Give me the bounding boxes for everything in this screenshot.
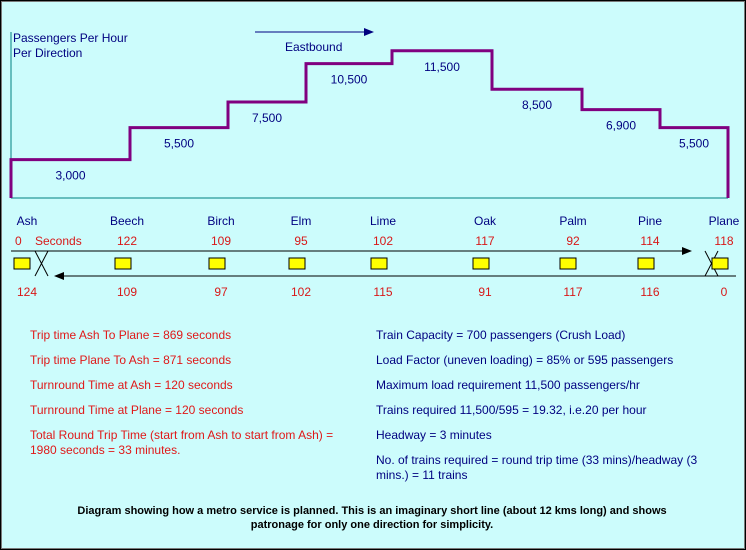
station-platform bbox=[288, 257, 306, 270]
note-load-factor: Load Factor (uneven loading) = 85% or 59… bbox=[376, 353, 674, 367]
eastbound-time: 92 bbox=[566, 234, 580, 248]
eastbound-time: 122 bbox=[117, 234, 137, 248]
segment-value-labels: 3,000 5,500 7,500 10,500 11,500 8,500 6,900 5,5… bbox=[55, 60, 709, 183]
eastbound-time: 117 bbox=[475, 234, 494, 248]
westbound-time: 91 bbox=[478, 285, 492, 299]
segment-value-label: 8,500 bbox=[522, 98, 552, 112]
note-trip-time-ash-plane: Trip time Ash To Plane = 869 seconds bbox=[30, 328, 232, 342]
westbound-run-times: 124 109 97 102 115 91 117 116 0 bbox=[17, 285, 728, 299]
station-name: Lime bbox=[370, 214, 396, 228]
eastbound-time: 114 bbox=[640, 234, 659, 248]
note-train-capacity: Train Capacity = 700 passengers (Crush L… bbox=[376, 328, 626, 342]
station-platform bbox=[559, 257, 577, 270]
note-trip-time-plane-ash: Trip time Plane To Ash = 871 seconds bbox=[30, 353, 232, 367]
eastbound-time: 0 bbox=[15, 234, 22, 248]
station-platform bbox=[208, 257, 226, 270]
station-platform bbox=[472, 257, 490, 270]
westbound-time: 115 bbox=[373, 285, 392, 299]
caption: Diagram showing how a metro service is p… bbox=[77, 505, 667, 531]
note-trains-required: Trains required 11,500/595 = 19.32, i.e.… bbox=[376, 403, 647, 417]
eastbound-time: 109 bbox=[211, 234, 231, 248]
station-name: Ash bbox=[17, 214, 38, 228]
direction-arrowhead bbox=[364, 28, 374, 36]
westbound-track-arrow bbox=[54, 272, 64, 280]
note-turnround-plane: Turnround Time at Plane = 120 seconds bbox=[30, 403, 244, 417]
westbound-time: 116 bbox=[640, 285, 659, 299]
eastbound-track-arrow bbox=[682, 247, 692, 255]
segment-value-label: 3,000 bbox=[55, 169, 85, 183]
station-platform bbox=[370, 257, 388, 270]
eastbound-time: 95 bbox=[294, 234, 308, 248]
westbound-time: 102 bbox=[291, 285, 311, 299]
station-name: Elm bbox=[291, 214, 312, 228]
station-name: Oak bbox=[474, 214, 497, 228]
westbound-time: 117 bbox=[563, 285, 582, 299]
segment-value-label: 5,500 bbox=[164, 137, 194, 151]
station-platform bbox=[637, 257, 655, 270]
station-names: Ash Beech Birch Elm Lime Oak Palm Pine Plane bbox=[17, 214, 740, 228]
westbound-time: 97 bbox=[214, 285, 228, 299]
eastbound-time: 102 bbox=[373, 234, 393, 248]
direction-label: Eastbound bbox=[285, 40, 342, 54]
westbound-time: 124 bbox=[17, 285, 37, 299]
eastbound-run-times: 0 122 109 95 102 117 92 114 118 bbox=[15, 234, 734, 248]
segment-value-label: 10,500 bbox=[331, 73, 368, 87]
note-turnround-ash: Turnround Time at Ash = 120 seconds bbox=[30, 378, 233, 392]
station-name: Plane bbox=[709, 214, 740, 228]
station-name: Beech bbox=[110, 214, 144, 228]
station-platform bbox=[13, 257, 31, 270]
segment-value-label: 6,900 bbox=[606, 119, 636, 133]
y-axis-label-line1: Passengers Per Hour bbox=[13, 31, 128, 45]
load-step-line bbox=[9, 49, 730, 198]
segment-value-label: 7,500 bbox=[252, 111, 282, 125]
station-name: Pine bbox=[638, 214, 662, 228]
westbound-time: 109 bbox=[117, 285, 137, 299]
note-round-trip: Total Round Trip Time (start from Ash to… bbox=[30, 428, 334, 457]
segment-value-label: 11,500 bbox=[424, 60, 460, 74]
note-max-load: Maximum load requirement 11,500 passenge… bbox=[376, 378, 640, 392]
note-number-of-trains: No. of trains required = round trip time… bbox=[376, 453, 698, 482]
station-platforms bbox=[13, 257, 729, 270]
station-platform bbox=[114, 257, 132, 270]
eastbound-unit: Seconds bbox=[35, 234, 82, 248]
passenger-load-profile bbox=[9, 49, 730, 198]
ash-crossover-b bbox=[34, 250, 49, 277]
y-axis-label-line2: Per Direction bbox=[13, 46, 82, 60]
segment-value-label: 5,500 bbox=[679, 137, 709, 151]
notes-left: Trip time Ash To Plane = 869 seconds Tri… bbox=[30, 328, 340, 468]
station-name: Birch bbox=[207, 214, 234, 228]
station-name: Palm bbox=[559, 214, 586, 228]
note-headway: Headway = 3 minutes bbox=[376, 428, 492, 442]
notes-right: Train Capacity = 700 passengers (Crush L… bbox=[376, 328, 716, 493]
eastbound-time: 118 bbox=[714, 234, 733, 248]
station-platform bbox=[711, 257, 729, 270]
westbound-time: 0 bbox=[721, 285, 728, 299]
